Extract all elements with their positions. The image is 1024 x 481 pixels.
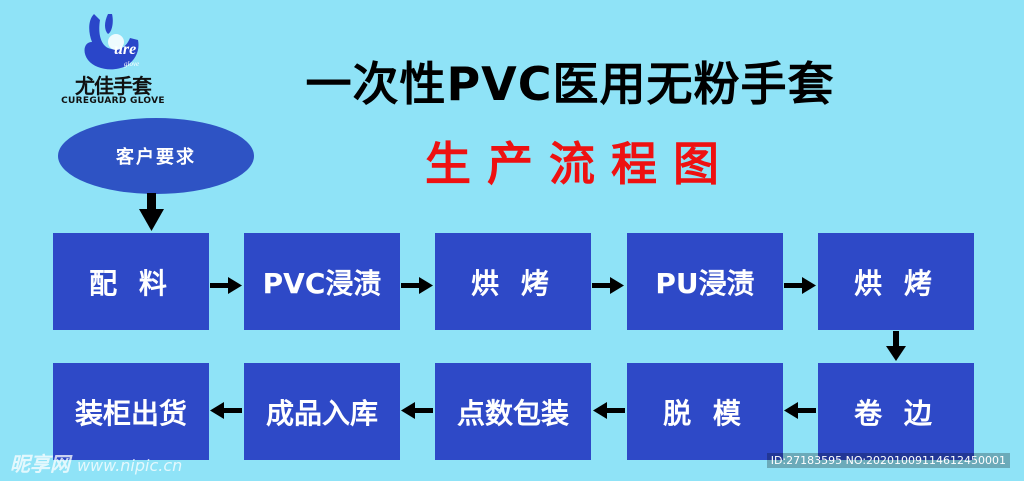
arrow-left-icon [784,402,816,419]
step-box-r2-1: 装柜出货 [53,363,209,460]
logo-small-text: glove [124,60,139,68]
step-box-r1-3: 烘 烤 [435,233,591,330]
step-box-r1-4: PU浸渍 [627,233,783,330]
step-box-r1-1: 配 料 [53,233,209,330]
watermark-brand: 昵享网 [10,452,70,476]
page-title: 一次性PVC医用无粉手套 [305,57,835,111]
arrow-left-icon [210,402,242,419]
arrow-down-icon [139,193,164,231]
arrow-right-icon [784,277,816,294]
arrow-right-icon [210,277,242,294]
arrow-left-icon [401,402,433,419]
arrow-right-icon [401,277,433,294]
logo-cn-name: 尤佳手套 [75,74,152,98]
ok-hand-logo-icon: ure glove [84,14,139,70]
step-box-r1-5: 烘 烤 [818,233,974,330]
step-box-r1-2: PVC浸渍 [244,233,400,330]
watermark: 昵享网 www.nipic.cn [10,448,182,477]
arrow-down-icon [886,331,906,361]
step-box-r2-5: 卷 边 [818,363,974,460]
step-box-r2-3: 点数包装 [435,363,591,460]
watermark-url: www.nipic.cn [76,456,183,475]
page-subtitle: 生产流程图 [425,137,735,191]
arrow-left-icon [593,402,625,419]
arrow-right-icon [592,277,624,294]
logo-en-name: CUREGUARD GLOVE [61,96,165,106]
step-box-r2-4: 脱 模 [627,363,783,460]
start-node: 客户要求 [58,118,254,194]
logo-hand-text: ure [114,41,136,58]
watermark-id: ID:27183595 NO:20201009114612450001 [766,453,1010,468]
step-box-r2-2: 成品入库 [244,363,400,460]
company-logo: ure glove 尤佳手套 CUREGUARD GLOVE [58,12,168,112]
